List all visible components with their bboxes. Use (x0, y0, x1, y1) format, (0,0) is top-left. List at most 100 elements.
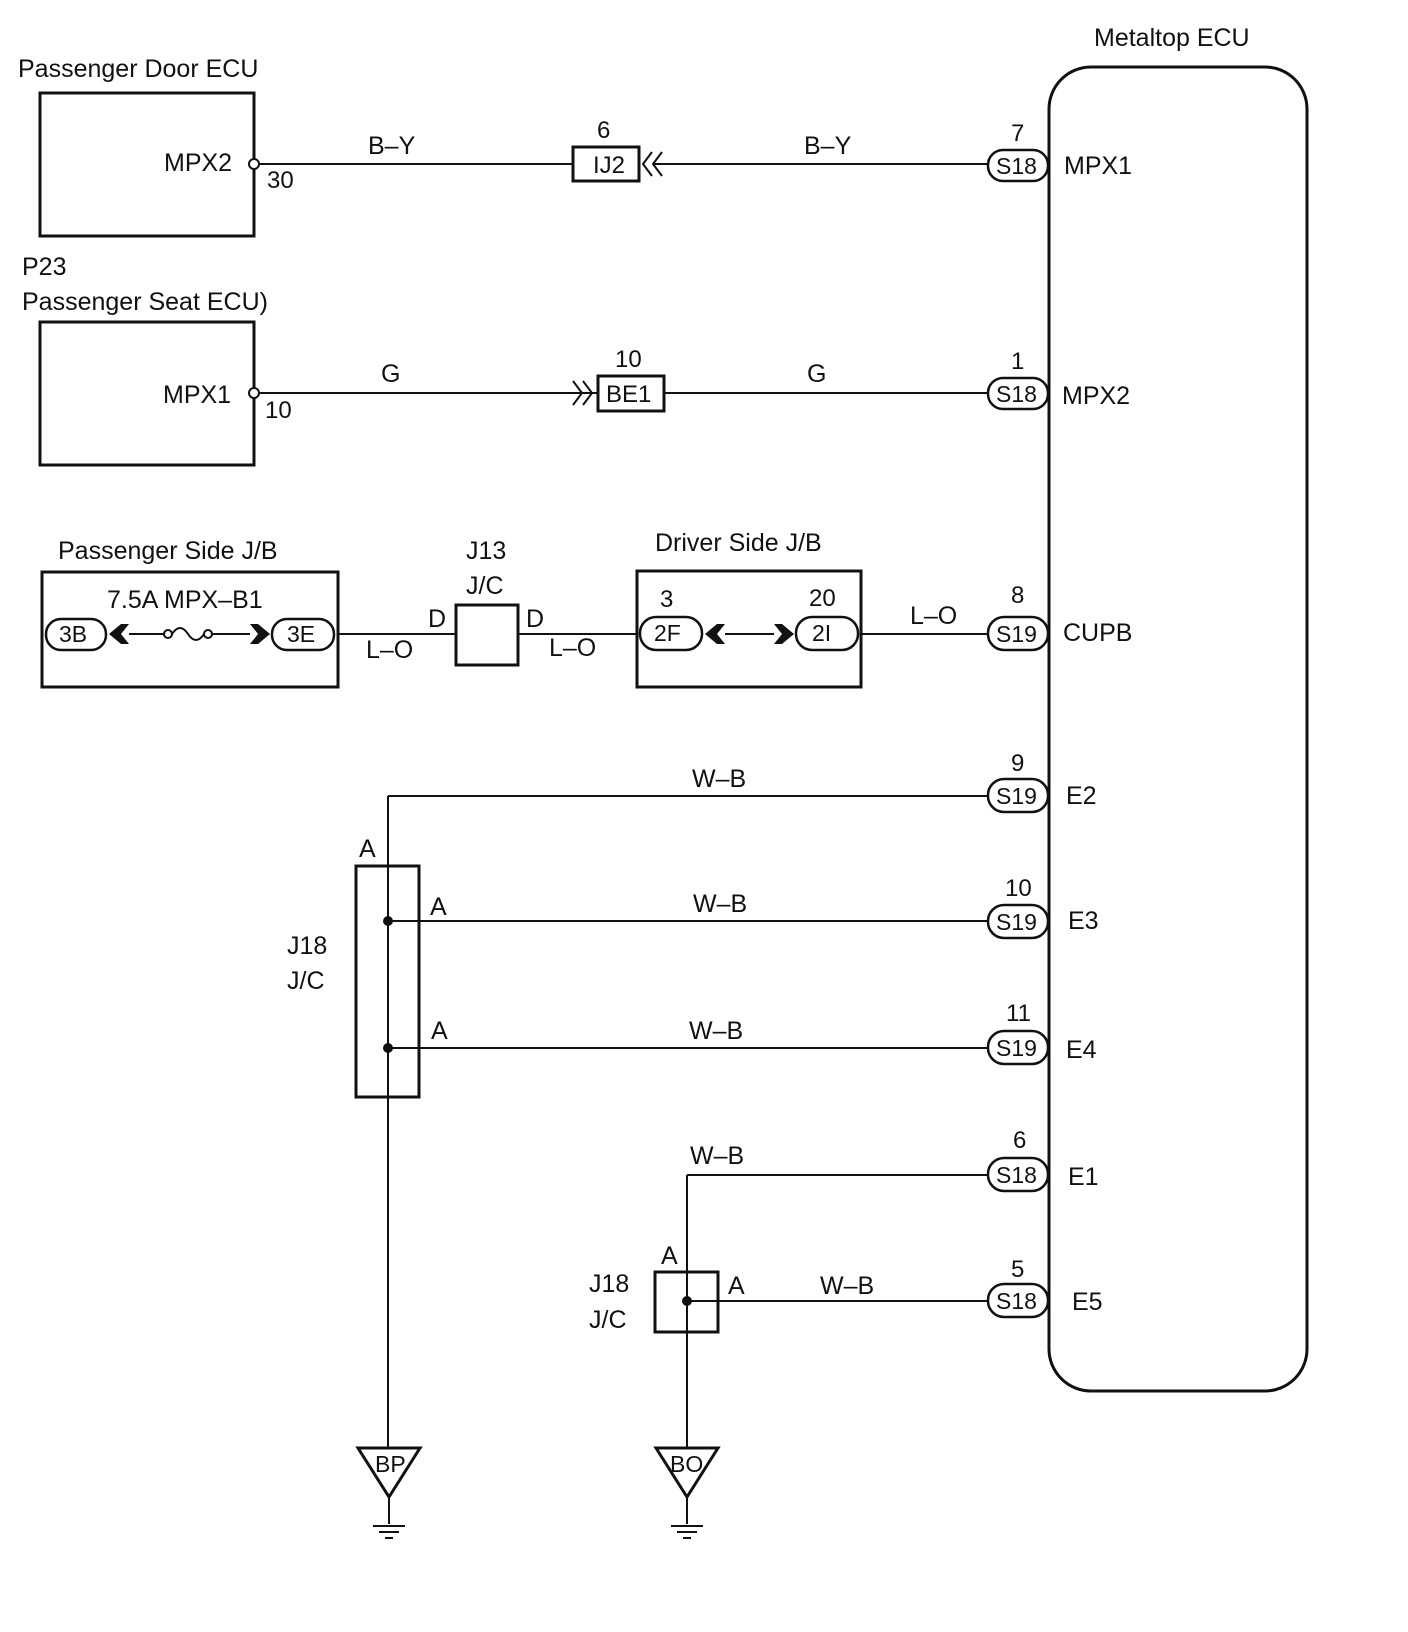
connector-ij2 (571, 145, 641, 183)
ecu-pin-conn-label: S18 (996, 381, 1037, 407)
ecu-pin-cupb: 8 S19 CUPB (986, 582, 1132, 652)
ij2-connector-chevrons (641, 151, 663, 177)
ecu-pin-conn-label: S19 (996, 909, 1037, 935)
j18-pin-e3: A (430, 893, 447, 921)
fuse-label: 7.5A MPX–B1 (107, 586, 263, 614)
driver-jb-left-connector (638, 615, 704, 652)
ecu-pin-connector (986, 1029, 1050, 1066)
seat-ecu-pin-name: MPX1 (163, 381, 231, 409)
wire-color-wb-e2: W–B (692, 765, 746, 793)
be1-connector-chevrons (572, 380, 594, 406)
ecu-pin-connector (986, 1282, 1050, 1319)
ecu-pin-e2: 9 S19 E2 (986, 750, 1097, 814)
door-ecu-pin-name: MPX2 (164, 149, 232, 177)
ecu-pin-conn-label: S18 (996, 153, 1037, 179)
passenger-side-jb-box (40, 570, 340, 689)
ij2-pin-num: 6 (597, 117, 610, 144)
ecu-pin-conn-label: S19 (996, 783, 1037, 809)
ecu-pin-num: 9 (1011, 750, 1024, 777)
ij2-label: IJ2 (593, 152, 625, 179)
ecu-pin-name: E2 (1066, 782, 1097, 810)
passenger-seat-ecu-title: Passenger Seat ECU) (22, 288, 268, 316)
ecu-pin-name: E3 (1068, 907, 1099, 935)
ecu-pin-name: MPX1 (1064, 152, 1132, 180)
ecu-pin-name: E5 (1072, 1288, 1103, 1316)
ecu-pin-e4: 11 S19 E4 (986, 1000, 1097, 1066)
pass-jb-right-label: 3E (287, 621, 315, 647)
wire-color-wb-e4: W–B (689, 1017, 743, 1045)
ecu-pin-connector (986, 1156, 1050, 1193)
j13-title: J13 (466, 537, 506, 565)
passenger-door-ecu-title: Passenger Door ECU (18, 55, 258, 83)
driver-jb-left-chevron (705, 624, 725, 644)
pass-jb-right-connector (270, 617, 336, 652)
ecu-pin-name: E1 (1068, 1163, 1099, 1191)
j13-pin-left: D (428, 605, 446, 633)
ground-bp-triangle (355, 1446, 423, 1500)
j18-tall-jc: J/C (287, 967, 325, 995)
driver-jb-right-label: 2I (812, 620, 831, 646)
fuse-icon (171, 627, 205, 641)
ecu-pin-connector (986, 148, 1050, 183)
j18-tall-title: J18 (287, 932, 327, 960)
ecu-pin-conn-label: S18 (996, 1162, 1037, 1188)
driver-jb-right-connector (794, 615, 860, 652)
ecu-pin-e3: 10 S19 E3 (986, 875, 1099, 940)
pass-jb-left-label: 3B (59, 621, 87, 647)
ground-bo-triangle (653, 1446, 721, 1500)
seat-ecu-pin-num: 10 (265, 397, 292, 424)
j13-jc-label: J/C (466, 572, 504, 600)
fuse-end-right (203, 629, 213, 639)
driver-jb-right-num: 20 (809, 585, 836, 612)
door-ecu-pin-num: 30 (267, 167, 294, 194)
wire-color-wb-e3: W–B (693, 890, 747, 918)
be1-pin-num: 10 (615, 346, 642, 373)
j18-pin-e4: A (431, 1017, 448, 1045)
seat-ecu-terminal (248, 387, 260, 399)
j18-small-pin-right: A (728, 1272, 745, 1300)
ecu-pin-connector (986, 376, 1050, 411)
ecu-pin-connector (986, 777, 1050, 814)
wire-color-wb-e1: W–B (690, 1142, 744, 1170)
ecu-pin-mpx2: 1 S18 MPX2 (986, 348, 1130, 411)
ecu-pin-connector (986, 903, 1050, 940)
ecu-pin-num: 10 (1005, 875, 1032, 902)
ecu-pin-conn-label: S18 (996, 1288, 1037, 1314)
ecu-pin-conn-label: S19 (996, 1035, 1037, 1061)
ecu-pin-num: 6 (1013, 1127, 1026, 1154)
fuse-end-left (163, 629, 173, 639)
be1-label: BE1 (606, 381, 651, 408)
pass-jb-left-connector (44, 617, 108, 652)
driver-side-jb-box (635, 569, 863, 689)
ecu-pin-num: 7 (1011, 120, 1024, 147)
ecu-pin-num: 11 (1006, 1000, 1031, 1027)
ecu-pin-connector (986, 615, 1050, 652)
ground-bp-label: BP (375, 1451, 406, 1477)
wire-color-lo-3: L–O (910, 602, 957, 630)
metaltop-ecu-body (1047, 65, 1309, 1393)
metaltop-ecu-title: Metaltop ECU (1094, 24, 1250, 52)
j13-box (454, 603, 520, 667)
driver-side-jb-title: Driver Side J/B (655, 529, 822, 557)
ecu-pin-name: MPX2 (1062, 382, 1130, 410)
wire-color-g-right: G (807, 360, 826, 388)
j13-pin-right: D (526, 605, 544, 633)
door-ecu-terminal (248, 158, 260, 170)
ecu-pin-e1: 6 S18 E1 (986, 1127, 1099, 1193)
j18-pin-top: A (359, 835, 376, 863)
driver-jb-left-label: 2F (654, 620, 681, 646)
ground-bo-label: BO (670, 1451, 703, 1477)
j18-small-pin-top: A (661, 1242, 678, 1270)
ecu-pin-name: E4 (1066, 1036, 1097, 1064)
driver-jb-right-chevron (774, 624, 794, 644)
wire-color-wb-e5: W–B (820, 1272, 874, 1300)
ecu-pin-e5: 5 S18 E5 (986, 1256, 1103, 1319)
passenger-seat-ecu-code: P23 (22, 253, 66, 281)
wire-color-lo-1: L–O (366, 636, 413, 664)
passenger-side-jb-title: Passenger Side J/B (58, 537, 278, 565)
driver-jb-left-num: 3 (660, 586, 673, 613)
j18-tall-box (354, 864, 421, 1099)
pass-jb-left-chevron (109, 624, 129, 644)
pass-jb-right-chevron (250, 624, 270, 644)
